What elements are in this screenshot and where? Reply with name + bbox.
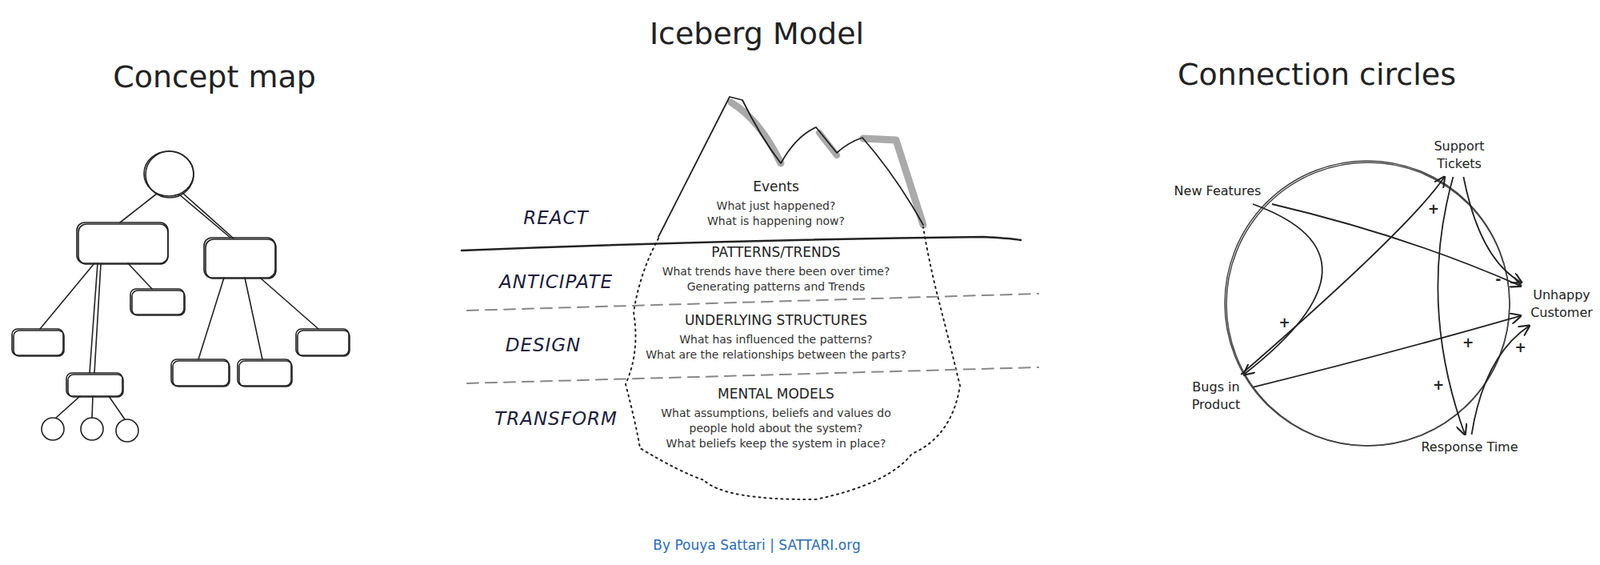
level-label: DESIGN xyxy=(505,334,582,356)
caption: By Pouya Sattari | SATTARI.org xyxy=(652,536,860,553)
polarity-label: + xyxy=(1428,200,1440,217)
level-label: ANTICIPATE xyxy=(499,271,613,292)
node-text: What assumptions, beliefs and values do … xyxy=(656,405,896,436)
node-text: What just happened? xyxy=(716,198,836,214)
node-heading: Bugs in Product xyxy=(1182,378,1250,414)
iceberg-layer: UNDERLYING STRUCTURES What has influenced… xyxy=(584,311,968,363)
causal-arrow xyxy=(1437,176,1465,435)
level-label: REACT xyxy=(523,207,588,228)
node-heading: New Features xyxy=(1174,182,1262,200)
variable-label: New Features xyxy=(1165,182,1270,200)
causal-arrow xyxy=(1244,204,1323,375)
node-heading: Unhappy Customer xyxy=(1524,286,1599,322)
node-text: What has influenced the patterns? xyxy=(679,332,873,348)
node-heading: PATTERNS/TRENDS xyxy=(711,243,840,262)
node-heading: UNDERLYING STRUCTURES xyxy=(684,311,868,330)
causal-arrow xyxy=(1240,176,1444,375)
node-heading: MENTAL MODELS xyxy=(717,384,835,404)
diagram-title: Iceberg Model xyxy=(649,16,864,52)
variable-label: Support Tickets xyxy=(1423,137,1496,173)
iceberg-layer: PATTERNS/TRENDS What trends have there be… xyxy=(592,243,960,295)
node-text: What are the relationships between the p… xyxy=(645,347,907,363)
node-heading: Events xyxy=(752,177,800,196)
causal-arrow xyxy=(1472,325,1530,435)
polarity-label: + xyxy=(1432,376,1444,393)
connection-circle xyxy=(1224,160,1510,446)
causal-arrow xyxy=(1272,204,1521,286)
variable-label: Unhappy Customer xyxy=(1524,286,1599,322)
node-text: What trends have there been over time? xyxy=(662,264,891,280)
concept-map-sketch xyxy=(12,151,350,442)
causal-arrow xyxy=(1253,316,1521,388)
level-label: TRANSFORM xyxy=(494,408,618,429)
node-heading: Response Time xyxy=(1420,438,1518,456)
iceberg-layer: MENTAL MODELSWhat assumptions, beliefs a… xyxy=(592,384,960,452)
variable-label: Bugs in Product xyxy=(1182,378,1250,414)
section-title: Connection circles xyxy=(1177,56,1456,92)
polarity-label: + xyxy=(1278,314,1290,331)
node-heading: Support Tickets xyxy=(1423,137,1496,173)
polarity-label: - xyxy=(1495,271,1501,288)
polarity-label: + xyxy=(1515,339,1527,356)
node-text: Generating patterns and Trends xyxy=(687,279,865,295)
iceberg-sketch xyxy=(461,96,1039,500)
node-text: What is happening now? xyxy=(707,213,845,229)
node-text: What beliefs keep the system in place? xyxy=(666,436,887,452)
iceberg-layer: EventsWhat just happened?What is happeni… xyxy=(592,177,960,229)
variable-label: Response Time xyxy=(1417,438,1522,456)
polarity-label: + xyxy=(1462,334,1474,351)
section-title: Concept map xyxy=(112,59,316,95)
causal-arrow xyxy=(1463,176,1522,283)
